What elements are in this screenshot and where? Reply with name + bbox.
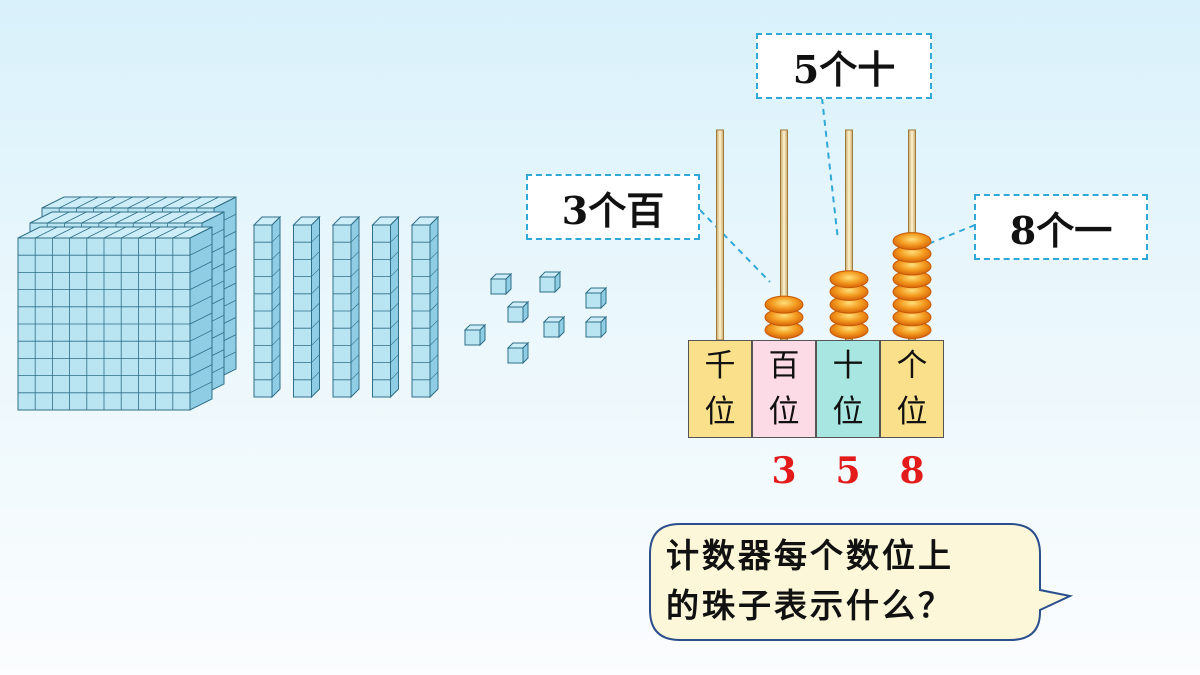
callout-leader-lines bbox=[699, 97, 976, 283]
callout-tens: 5个十 bbox=[756, 33, 932, 99]
digit-ones: 8 bbox=[899, 450, 925, 492]
speech-text: 计数器每个数位上 的珠子表示什么？ bbox=[666, 536, 954, 625]
place-tens: 十 位 bbox=[816, 340, 880, 438]
callout-hundreds: 3个百 bbox=[526, 174, 700, 240]
abacus-bead bbox=[892, 232, 932, 251]
abacus-rods bbox=[716, 129, 916, 341]
abacus-bead bbox=[829, 270, 869, 289]
ten-rod bbox=[331, 215, 361, 399]
place-hundreds-top: 百 bbox=[768, 347, 800, 384]
place-tens-bottom: 位 bbox=[832, 394, 864, 430]
place-thousands-top: 千 bbox=[704, 347, 736, 384]
place-hundreds-bottom: 位 bbox=[768, 394, 800, 430]
ten-rod bbox=[410, 215, 440, 399]
ten-rod bbox=[252, 215, 282, 399]
one-cube bbox=[542, 315, 566, 339]
ten-rod bbox=[292, 215, 321, 399]
speech-bubble bbox=[649, 523, 1074, 641]
one-cube bbox=[584, 286, 608, 310]
place-tens-top: 十 bbox=[832, 347, 864, 384]
hundred-flat bbox=[17, 226, 213, 411]
digit-tens: 5 bbox=[835, 450, 861, 492]
tens-rods bbox=[252, 215, 440, 399]
one-cube bbox=[506, 300, 530, 324]
place-ones: 个 位 bbox=[880, 340, 944, 438]
ones-cubes bbox=[463, 270, 608, 365]
abacus-bead bbox=[764, 295, 804, 314]
place-ones-bottom: 位 bbox=[896, 394, 928, 430]
ten-rod bbox=[371, 215, 400, 399]
one-cube bbox=[489, 272, 513, 296]
place-ones-top: 个 bbox=[896, 347, 928, 384]
one-cube bbox=[463, 323, 487, 347]
callout-ones: 8个一 bbox=[974, 194, 1148, 260]
place-hundreds: 百 位 bbox=[752, 340, 816, 438]
abacus-rod bbox=[716, 129, 724, 341]
place-thousands: 千 位 bbox=[688, 340, 752, 438]
digit-hundreds: 3 bbox=[771, 450, 797, 492]
one-cube bbox=[506, 341, 530, 365]
place-thousands-bottom: 位 bbox=[704, 394, 736, 430]
one-cube bbox=[538, 270, 562, 294]
abacus-beads bbox=[764, 232, 932, 339]
hundreds-blocks bbox=[17, 196, 237, 411]
one-cube bbox=[584, 315, 608, 339]
